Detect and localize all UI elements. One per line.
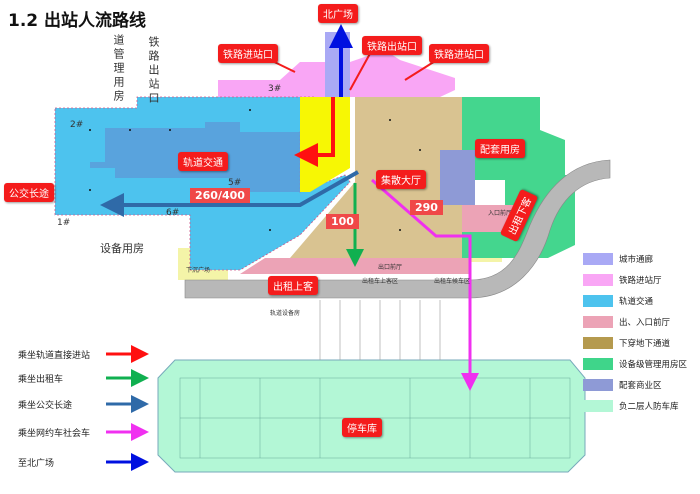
region-rail-hall [218,62,325,97]
legend-swatch [583,400,613,412]
taxi-count: 100 [326,214,359,229]
rail-entrance-right-tag: 铁路进站口 [429,44,489,63]
equipment-rooms-label: 设备用房 [100,242,144,255]
legend-label: 下穿地下通道 [619,339,671,349]
region-exit-foyer [240,258,470,274]
building-1-label: 1# [57,218,71,228]
building-5-label: 5# [228,178,242,188]
legend-label: 铁路进站厅 [619,276,662,286]
legend-item: 城市通廊 [583,253,653,265]
legend-route-arrows [106,345,149,471]
taxi-wait-zone-label: 出租车候车区 [434,278,471,285]
building-3-label: 3# [268,84,282,94]
legend-label: 城市通廊 [619,255,654,265]
region-city-corridor [325,32,350,97]
region-yellow [300,97,350,192]
column-lines [319,300,441,360]
legend-item: 出、入口前厅 [583,316,670,328]
legend-route-north: 至北广场 [18,459,55,469]
legend-swatch [583,358,613,370]
legend-label: 轨道交通 [619,297,654,307]
page-title: 1.2 出站人流路线 [8,11,147,31]
legend-label: 负二层人防车库 [619,402,679,412]
legend-item: 配套商业区 [583,379,662,391]
sunken-plaza-label: 下沉广场 [186,267,211,274]
legend-item: 负二层人防车库 [583,400,679,412]
rail-entrance-left-tag: 铁路进站口 [218,44,278,63]
legend-item: 设备级管理用房区 [583,358,687,370]
legend-swatch [583,337,613,349]
rail-exit-vertical-label: 铁路出站口 [147,36,160,106]
metro-tag: 轨道交通 [178,152,228,171]
hall-tag: 集散大厅 [376,170,426,189]
callout-pointer [349,49,373,91]
legend-swatch [583,274,613,286]
rail-exit-tag: 铁路出站口 [362,36,422,55]
taxi-pickup-tag: 出租上客 [268,276,318,295]
column-dots [89,109,421,231]
region-commercial [440,150,475,205]
building-2-label: 2# [70,120,84,130]
legend-route-ride: 乘坐网约车社会车 [18,429,91,439]
route-metro-arrow [294,97,335,167]
legend-swatch [583,253,613,265]
road [184,159,611,299]
building-6-label: 6# [166,208,180,218]
legend-item: 下穿地下通道 [583,337,670,349]
route-ride-hailing-arrow [371,178,479,391]
legend-item: 轨道交通 [583,295,653,307]
legend-route-bus: 乘坐公交长途 [18,401,73,411]
route-bus-arrow [100,170,359,217]
legend-swatch [583,295,613,307]
legend-label: 设备级管理用房区 [619,360,688,370]
region-rail-hall-right [350,50,455,97]
bus-count: 260/400 [190,188,250,203]
legend-label: 出、入口前厅 [619,318,671,328]
legend-label: 配套商业区 [619,381,662,391]
exit-foyer-label: 出口前厅 [378,264,403,271]
support-rooms-tag: 配套用房 [475,139,525,158]
north-square-tag: 北广场 [318,4,358,23]
legend-item: 铁路进站厅 [583,274,662,286]
taxi-pickup-zone-label: 出租车上客区 [362,278,399,285]
metro-equipment-label: 轨道设备房 [270,310,301,317]
region-garage [157,359,586,473]
garage-tag: 停车库 [342,418,382,437]
management-rooms-label: 道管理用房 [112,34,125,104]
ride-count: 290 [410,200,443,215]
legend-swatch [583,379,613,391]
legend-route-taxi: 乘坐出租车 [18,375,64,385]
legend-swatch [583,316,613,328]
entrance-foyer-label: 入口前厅 [488,210,513,217]
legend-route-metro: 乘坐轨道直接进站 [18,351,91,361]
bus-tag: 公交长途 [4,183,54,202]
